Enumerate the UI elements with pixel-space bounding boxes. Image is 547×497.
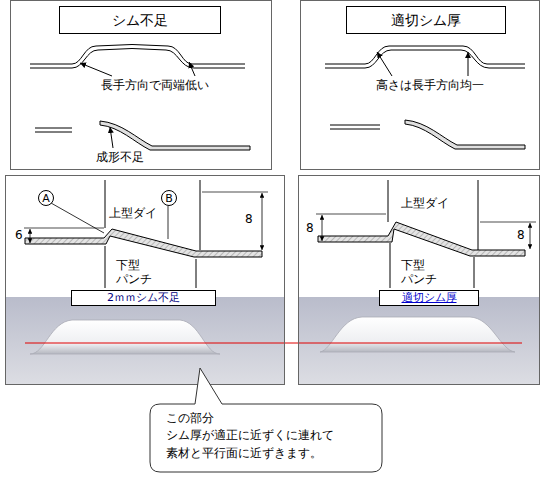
panel-label: 高さは長手方向均一 [376, 79, 484, 93]
panel-label: 6 [15, 229, 23, 243]
photo-ground [6, 297, 284, 384]
die-section-panel: 上型ダイ下型 パンチ 6 8 A B 2ｍｍシム不足 [5, 175, 285, 385]
panel-label: 成形不足 [96, 151, 144, 165]
panel-label: 下型 パンチ [116, 259, 156, 287]
box-label: 2ｍｍシム不足 [107, 292, 180, 305]
callout-letter-text: B [165, 193, 173, 204]
callout-note: この部分 シム厚が適正に近ずくに連れて 素材と平行面に近ずきます。 [150, 404, 382, 466]
box-label: 適切シム厚 [402, 292, 457, 305]
panel-label: 上型ダイ [109, 207, 157, 221]
box-label: 適切シム厚 [391, 12, 461, 28]
formed-part [320, 317, 515, 352]
profile-sketch [30, 45, 250, 151]
panel-label: 長手方向で両端低い [101, 79, 209, 93]
callout-letter: A [38, 190, 54, 206]
panel-label: 8 [245, 213, 253, 227]
die-section-panel: 上型ダイ下型 パンチ 8 8 適切シム厚 [298, 175, 540, 385]
die-section [24, 180, 268, 288]
box-label: シム不足 [112, 12, 168, 28]
callout-letter: B [161, 190, 177, 206]
photo-caption: 適切シム厚 [379, 290, 479, 306]
reference-line [25, 343, 522, 344]
panel-label: 8 [517, 229, 525, 243]
photo-ground [299, 297, 539, 384]
correct-shim-panel: 高さは長手方向均一 適切シム厚 [300, 0, 540, 170]
photo-caption: 2ｍｍシム不足 [71, 290, 216, 306]
profile-sketch [325, 46, 525, 149]
die-section [316, 180, 536, 288]
formed-part [30, 320, 220, 354]
panel-label: 下型 パンチ [401, 259, 441, 287]
callout-letter-text: A [42, 193, 50, 204]
shim-short-panel: 長手方向で両端低い成形不足 シム不足 [10, 0, 272, 170]
panel-heading: シム不足 [59, 6, 221, 34]
note-callout: この部分 シム厚が適正に近ずくに連れて 素材と平行面に近ずきます。 [150, 404, 382, 472]
panel-label: 上型ダイ [401, 197, 449, 211]
panel-label: 8 [306, 222, 314, 236]
panel-heading: 適切シム厚 [346, 6, 506, 34]
